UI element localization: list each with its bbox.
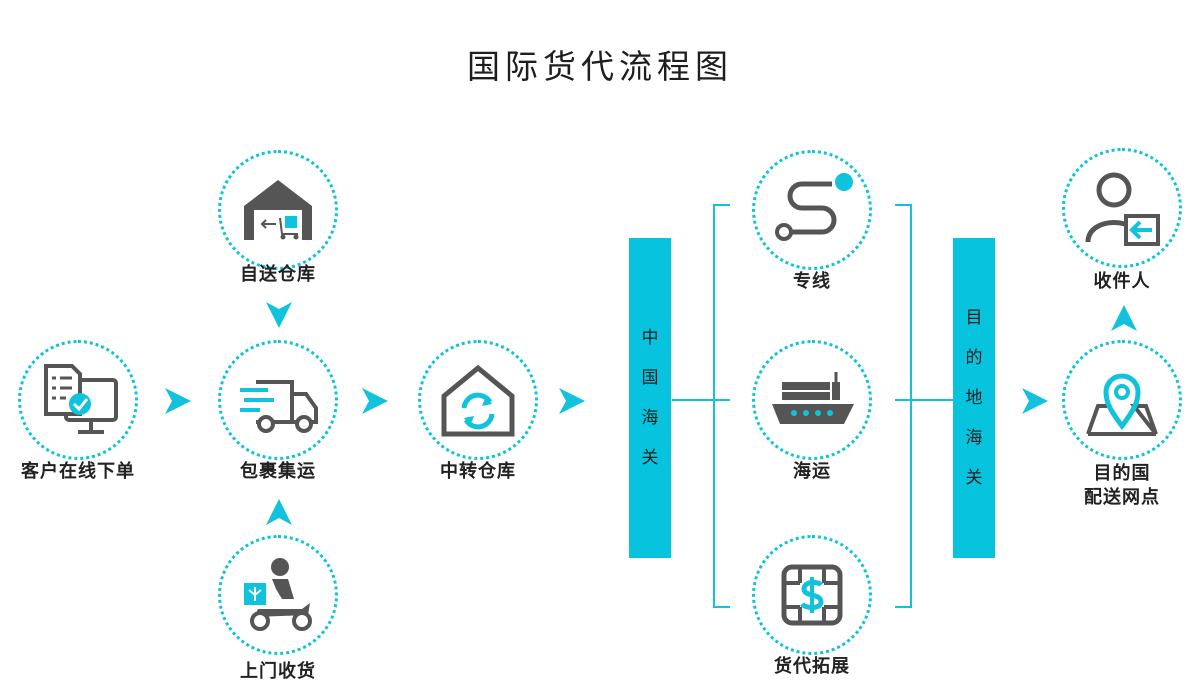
node-ring <box>218 150 338 270</box>
arrow-right-icon <box>559 388 585 414</box>
node-ring <box>752 535 872 655</box>
label-order: 客户在线下单 <box>21 461 135 482</box>
arrow-down-icon <box>266 302 292 328</box>
node-dedicated <box>752 150 872 270</box>
node-self-warehouse <box>218 150 338 270</box>
online-order-icon <box>44 364 118 434</box>
node-expansion <box>752 535 872 655</box>
node-destination <box>1062 340 1182 460</box>
route-icon <box>775 173 853 241</box>
label-dedicated: 专线 <box>793 271 831 292</box>
node-ring <box>752 150 872 270</box>
label-consolidation: 包裹集运 <box>240 461 316 482</box>
customs-char: 的 <box>965 348 983 368</box>
node-consolidation <box>218 340 338 460</box>
china-customs-bar: 中 国 海 关 <box>629 238 671 558</box>
node-order <box>18 340 138 460</box>
receiver-user-icon <box>1085 172 1160 246</box>
label-sea: 海运 <box>793 461 831 482</box>
delivery-truck-icon <box>240 380 318 433</box>
label-destination: 目的国 配送网点 <box>1032 462 1200 510</box>
arrow-right-icon <box>362 388 388 414</box>
arrow-right-icon <box>165 388 191 414</box>
warehouse-icon <box>244 180 312 240</box>
node-receiver <box>1062 148 1182 268</box>
courier-scooter-icon <box>244 558 312 631</box>
node-ring <box>18 340 138 460</box>
node-pickup <box>218 535 338 655</box>
destination-customs-bar: 目 的 地 海 关 <box>953 238 995 558</box>
node-ring <box>218 340 338 460</box>
node-sea <box>752 340 872 460</box>
customs-char: 海 <box>641 408 659 428</box>
location-map-icon <box>1086 373 1158 436</box>
label-destination-line1: 目的国 <box>1093 463 1151 484</box>
page-title: 国际货代流程图 <box>467 47 733 86</box>
node-ring <box>752 340 872 460</box>
node-ring <box>218 535 338 655</box>
label-self-warehouse: 自送仓库 <box>240 264 316 285</box>
cargo-ship-icon <box>772 372 854 424</box>
customs-char: 国 <box>641 368 659 388</box>
node-ring <box>1062 340 1182 460</box>
customs-char: 海 <box>965 428 983 448</box>
label-destination-line2: 配送网点 <box>1084 487 1160 508</box>
customs-char: 关 <box>965 468 983 488</box>
label-expansion: 货代拓展 <box>774 656 850 677</box>
transfer-warehouse-icon <box>441 364 515 437</box>
node-ring <box>418 340 538 460</box>
customs-char: 地 <box>965 388 983 408</box>
customs-char: 关 <box>641 448 659 468</box>
node-ring <box>1062 148 1182 268</box>
label-transfer: 中转仓库 <box>440 461 516 482</box>
arrow-right-icon <box>1022 388 1048 414</box>
dollar-icon <box>781 564 843 626</box>
customs-char: 中 <box>641 328 659 348</box>
arrow-up-icon <box>266 499 292 525</box>
label-receiver: 收件人 <box>1093 271 1151 292</box>
customs-char: 目 <box>965 308 983 328</box>
label-pickup: 上门收货 <box>240 661 316 682</box>
arrow-up-icon <box>1111 305 1137 331</box>
node-transfer <box>418 340 538 460</box>
